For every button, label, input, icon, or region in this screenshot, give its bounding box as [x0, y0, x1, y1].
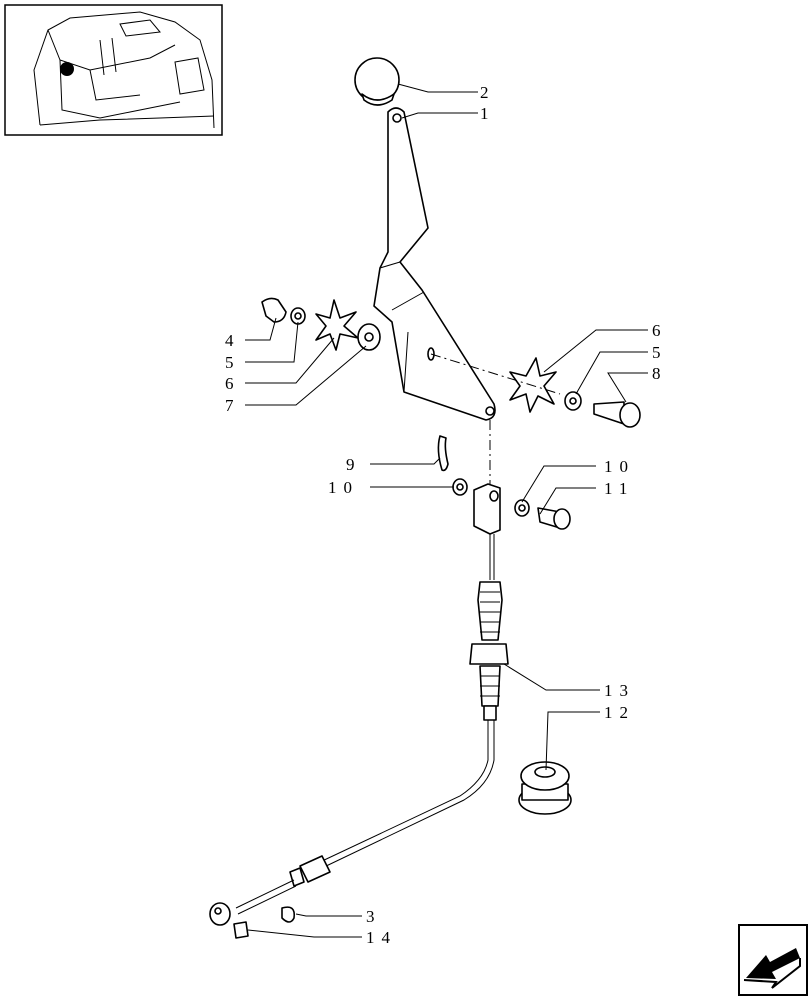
next-page-arrow-icon[interactable]: [738, 924, 808, 996]
small-clips: [233, 906, 296, 939]
callout-13: 13: [604, 681, 635, 700]
left-fastener-stack: [261, 297, 381, 351]
callout-6: 6: [225, 374, 241, 393]
callout-11: 11: [604, 479, 634, 498]
rubber-grommet: [518, 761, 572, 815]
callout-5: 5: [225, 353, 241, 372]
leader-lines: [245, 83, 648, 938]
right-fastener-stack: [509, 357, 641, 428]
location-thumbnail: [4, 4, 223, 136]
callout-3: 3: [366, 907, 382, 926]
clevis-assembly: [452, 478, 571, 535]
callout-8: 8: [652, 364, 668, 383]
gear-lever: [373, 107, 496, 421]
callout-1: 1: [480, 104, 496, 123]
callout-10-left: 10: [328, 478, 359, 497]
callout-7: 7: [225, 396, 241, 415]
callout-12: 12: [604, 703, 635, 722]
spring-clip: [437, 435, 449, 472]
callout-4: 4: [225, 331, 241, 350]
lever-knob: [354, 57, 400, 106]
control-cable: [209, 534, 509, 926]
callout-labels: 2 1 4 5 6 7 6 5 8 9 10 10 11 13 12 3 14: [225, 83, 668, 947]
callout-2: 2: [480, 83, 496, 102]
callout-9: 9: [346, 455, 362, 474]
callout-10-right: 10: [604, 457, 635, 476]
callout-5-right: 5: [652, 343, 668, 362]
callout-6-right: 6: [652, 321, 668, 340]
callout-14: 14: [366, 928, 397, 947]
